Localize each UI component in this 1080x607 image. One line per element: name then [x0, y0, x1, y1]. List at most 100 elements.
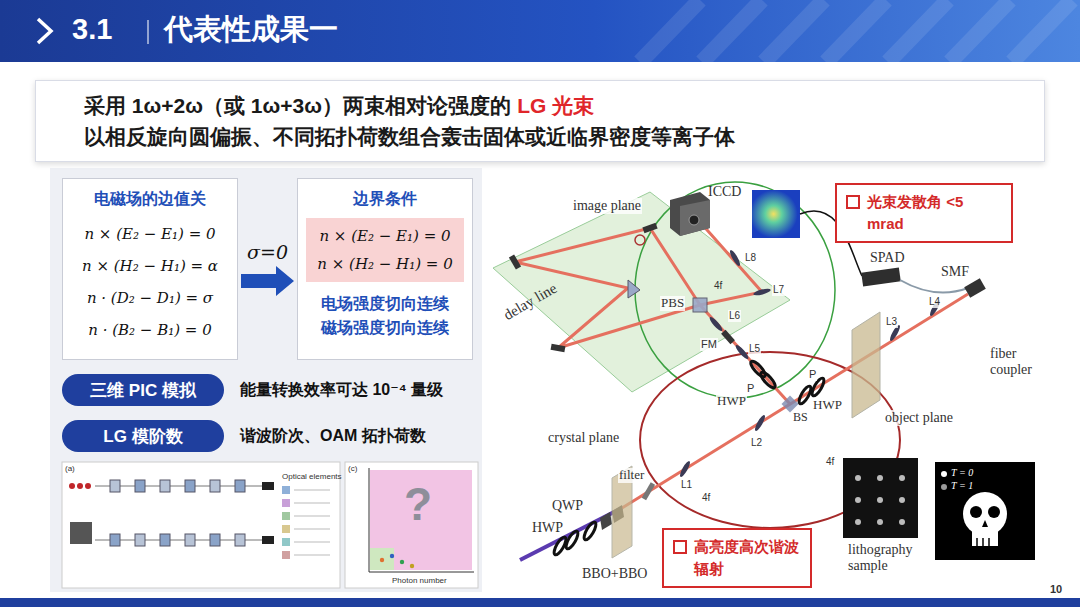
waveplate — [797, 385, 813, 406]
text-label: (c) — [348, 464, 357, 473]
skull-jaw — [972, 528, 998, 546]
note-text: 电场强度切向连续 — [306, 292, 464, 316]
text-label: L4 — [928, 296, 941, 308]
note-text: 磁场强度切向连续 — [306, 316, 464, 340]
optic-element — [185, 480, 195, 492]
header-streak — [950, 0, 1010, 62]
header-streak — [1012, 0, 1072, 62]
text-label: object plane — [884, 410, 954, 426]
text-label: SMF — [940, 264, 970, 280]
highlight-band: n × (E₂ − E₁) = 0n × (H₂ − H₁) = 0 — [306, 218, 464, 282]
legend-icon — [282, 538, 290, 546]
plot-axis — [369, 468, 370, 572]
iccd-camera — [670, 192, 710, 236]
footer-band — [0, 598, 1080, 607]
image-marker — [635, 235, 645, 245]
legend-line — [294, 516, 330, 517]
bullet-line: 以相反旋向圆偏振、不同拓扑荷数组合轰击固体或近临界密度等离子体 — [84, 121, 1034, 152]
text-label: HWP — [532, 520, 563, 536]
legend-line — [294, 503, 330, 504]
text-label: crystal plane — [548, 430, 619, 446]
lens — [753, 287, 772, 296]
skull-teeth — [976, 538, 978, 546]
sample-mark — [899, 475, 905, 481]
boundary-box: 边界条件n × (E₂ − E₁) = 0n × (H₂ − H₁) = 0电场… — [297, 178, 473, 360]
fiber — [900, 280, 968, 293]
plot-axis — [369, 572, 474, 573]
text-label: ? — [404, 478, 432, 531]
particle-dot — [85, 483, 91, 489]
optic-element — [110, 480, 120, 492]
header-streak — [826, 0, 886, 62]
sample-mark — [899, 519, 905, 525]
optic-element — [160, 534, 170, 546]
skull-nose — [982, 520, 988, 527]
legend-text: T = 0 — [951, 467, 973, 478]
sample-mark — [877, 519, 883, 525]
plot-point — [410, 564, 414, 568]
header-streak — [764, 0, 824, 62]
legend-entry: T = 0 — [941, 467, 973, 479]
equation: n · (B₂ − B₁) = 0 — [71, 314, 229, 346]
beam-profile — [752, 190, 800, 238]
callout-box: 光束发散角 <5 mrad — [835, 183, 1013, 243]
particle-dot — [69, 483, 75, 489]
page-number: 10 — [1050, 583, 1062, 596]
text-label: Optical elements — [282, 472, 342, 481]
plot-panel — [345, 462, 478, 588]
text-label: 能量转换效率可达 10⁻⁴ 量级 — [240, 381, 443, 399]
text-label: 谐波阶次、OAM 拓扑荷数 — [240, 427, 426, 445]
legend-icon — [282, 486, 290, 494]
text-label: L8 — [744, 252, 757, 264]
legend-line — [294, 555, 330, 556]
laser-beam — [700, 305, 790, 404]
waveplate — [759, 370, 778, 390]
checkbox-icon — [673, 540, 687, 554]
checkbox-icon — [846, 195, 860, 209]
header-streak — [640, 0, 700, 62]
text-label: P — [746, 382, 755, 395]
text-label: ICCD — [708, 184, 741, 200]
plot-region — [370, 470, 472, 570]
text-label: QWP — [552, 498, 583, 514]
text-label: 4f — [714, 280, 722, 292]
text-label: lithography sample — [848, 542, 932, 574]
header-streak — [702, 0, 762, 62]
text-label: L6 — [728, 310, 741, 322]
optic-element — [235, 534, 245, 546]
text-label: 4f — [702, 492, 710, 504]
lens — [708, 316, 724, 333]
legend-line — [294, 490, 330, 491]
callout-text: 光束发散角 <5 mrad — [867, 191, 1003, 235]
skull-eye — [970, 506, 982, 518]
waveplate — [564, 530, 580, 551]
skull-image — [935, 462, 1035, 560]
chevron-icon — [38, 19, 51, 43]
text-label: L2 — [750, 437, 763, 449]
optic-element — [160, 480, 170, 492]
optic-element — [135, 480, 145, 492]
plot-point — [390, 554, 394, 558]
equation: n · (D₂ − D₁) = σ — [71, 282, 229, 314]
text-label: P — [808, 368, 817, 381]
skull-teeth — [988, 538, 990, 546]
particle-dot — [77, 483, 83, 489]
bullet-line: 采用 1ω+2ω（或 1ω+3ω）两束相对论强度的 LG 光束 — [84, 90, 1034, 121]
equation: n × (H₂ − H₁) = 0 — [306, 250, 464, 278]
legend-line — [294, 542, 330, 543]
optic-element — [235, 480, 245, 492]
optic-element — [185, 534, 195, 546]
text-label: BBO+BBO — [582, 566, 647, 582]
bullet-text: 采用 1ω+2ω（或 1ω+3ω）两束相对论强度的 — [84, 94, 511, 117]
text-label: SPAD — [870, 250, 905, 266]
highlight-text: LG 光束 — [517, 94, 594, 117]
text-label: L5 — [748, 343, 761, 355]
arrow-connector — [241, 266, 294, 296]
waveplate — [582, 521, 598, 542]
waveplate — [749, 359, 768, 379]
iccd-face — [680, 200, 710, 236]
text-label: HWP — [812, 398, 843, 413]
roof-prism — [628, 280, 640, 298]
skull-eye — [988, 506, 1000, 518]
